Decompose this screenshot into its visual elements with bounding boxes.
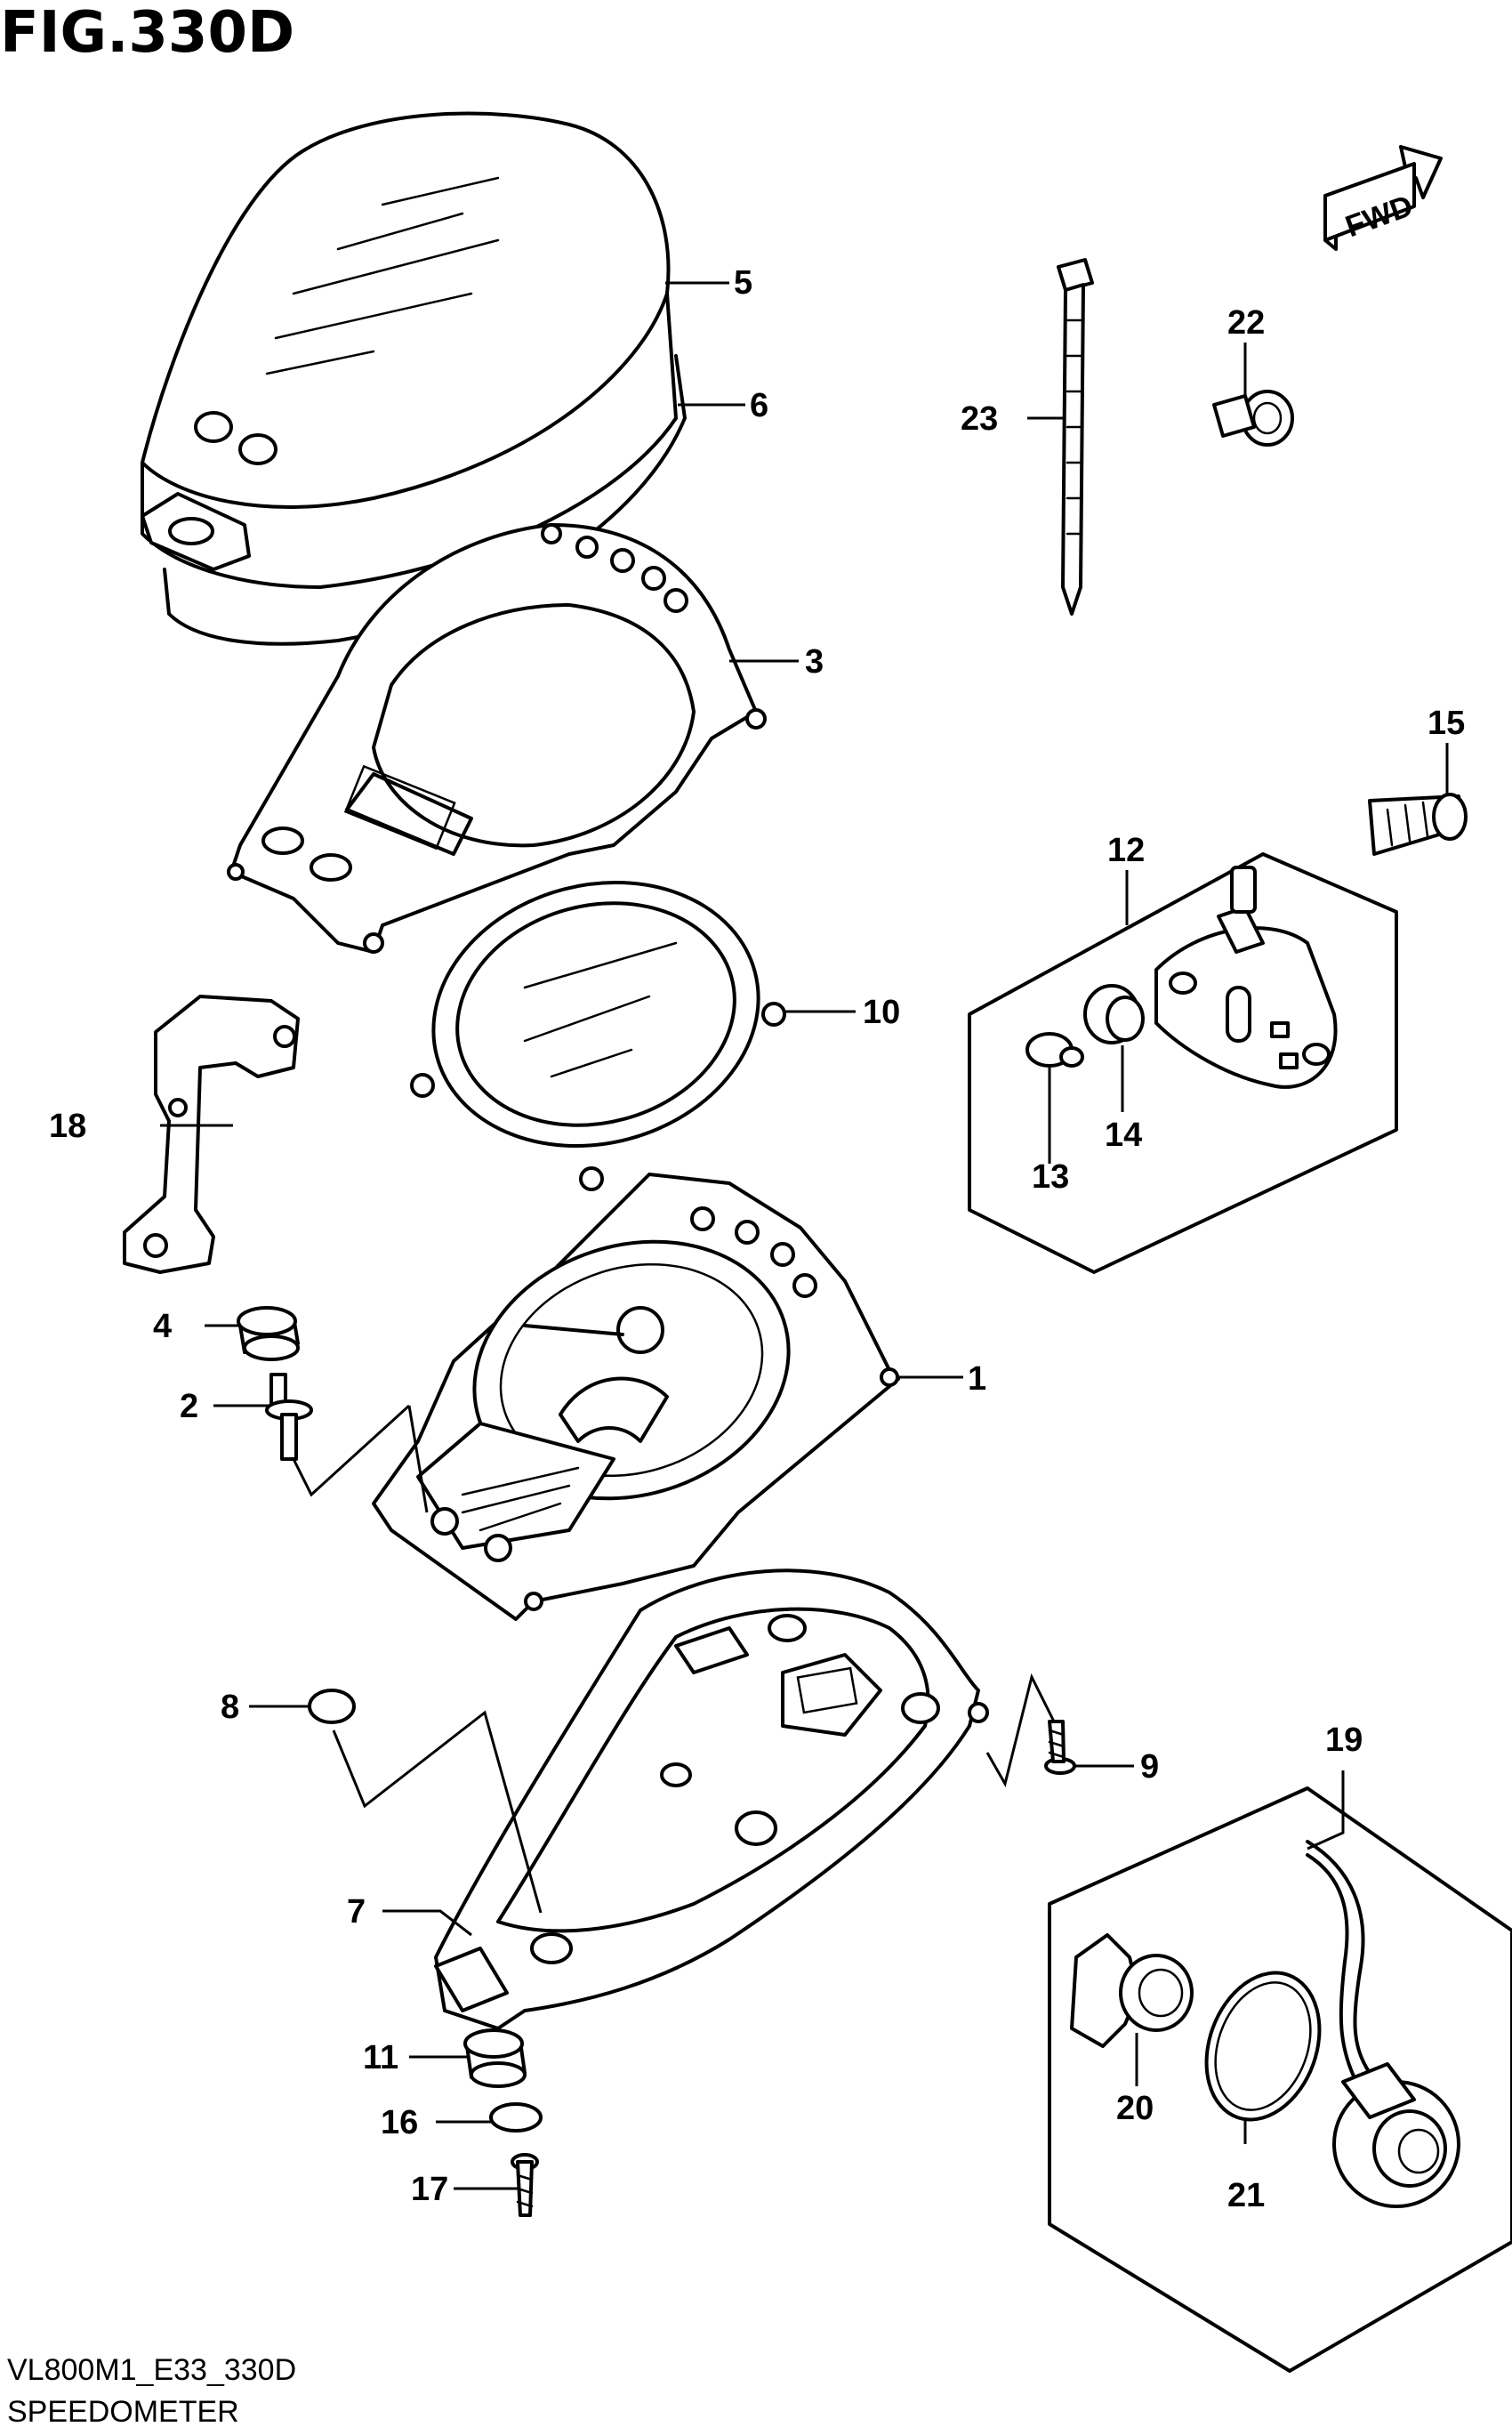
callout-16: 16 [381, 2104, 418, 2141]
bulb [1025, 1032, 1084, 1068]
alignment-line [332, 1710, 543, 1914]
callout-14: 14 [1105, 1117, 1142, 1154]
callout-12: 12 [1107, 832, 1145, 869]
spacer-bolt [265, 1373, 313, 1461]
alignment-line [292, 1404, 411, 1497]
screw-17 [511, 2153, 539, 2217]
callout-22: 22 [1227, 304, 1265, 342]
socket-plate [1154, 866, 1338, 1089]
harness-socket [1306, 1840, 1460, 2208]
callout-7: 7 [347, 1893, 366, 1931]
clamp [1212, 390, 1294, 447]
grommet [237, 1306, 300, 1361]
callout-2: 2 [180, 1388, 198, 1425]
callout-20: 20 [1116, 2090, 1154, 2127]
cap [308, 1689, 356, 1724]
callouts: 5 6 3 10 1 18 4 2 8 9 7 11 16 17 23 22 1… [49, 264, 1465, 2214]
bracket [123, 995, 300, 1274]
callout-18: 18 [49, 1108, 86, 1145]
callout-19: 19 [1325, 1721, 1363, 1759]
callout-21: 21 [1227, 2177, 1265, 2214]
o-ring [1204, 1971, 1322, 2122]
figure-title: FIG.330D [0, 0, 294, 66]
callout-8: 8 [221, 1689, 239, 1726]
bolt-15 [1368, 793, 1468, 856]
alignment-line [985, 1673, 1056, 1787]
section-name: SPEEDOMETER [7, 2395, 239, 2429]
callout-10: 10 [863, 994, 900, 1031]
callout-9: 9 [1140, 1748, 1159, 1786]
grommet-11 [463, 2028, 527, 2088]
group-frame-12 [968, 852, 1398, 1274]
socket-grommet [1083, 984, 1145, 1044]
group-frame-19 [1048, 1786, 1512, 2373]
callout-1: 1 [968, 1360, 986, 1398]
callout-13: 13 [1032, 1158, 1069, 1196]
lower-case [434, 1568, 989, 2030]
meter-case [227, 523, 767, 954]
cable-tie [1057, 258, 1094, 616]
alignment-line [407, 1405, 429, 1513]
model-code: VL800M1_E33_330D [7, 2353, 296, 2387]
callout-23: 23 [961, 400, 998, 438]
washer [489, 2102, 543, 2133]
callout-6: 6 [750, 387, 768, 424]
socket-holder [1070, 1933, 1194, 2048]
callout-4: 4 [153, 1308, 172, 1345]
callout-17: 17 [411, 2171, 448, 2208]
callout-15: 15 [1428, 705, 1465, 742]
screw-9 [1044, 1720, 1076, 1775]
fwd-arrow-icon: FWD [1323, 145, 1443, 251]
lens-ring [410, 880, 786, 1191]
leader-lines [160, 281, 1449, 2190]
meter-assembly [372, 1173, 900, 1621]
callout-5: 5 [734, 264, 752, 302]
callout-11: 11 [363, 2039, 398, 2076]
callout-3: 3 [805, 643, 824, 681]
